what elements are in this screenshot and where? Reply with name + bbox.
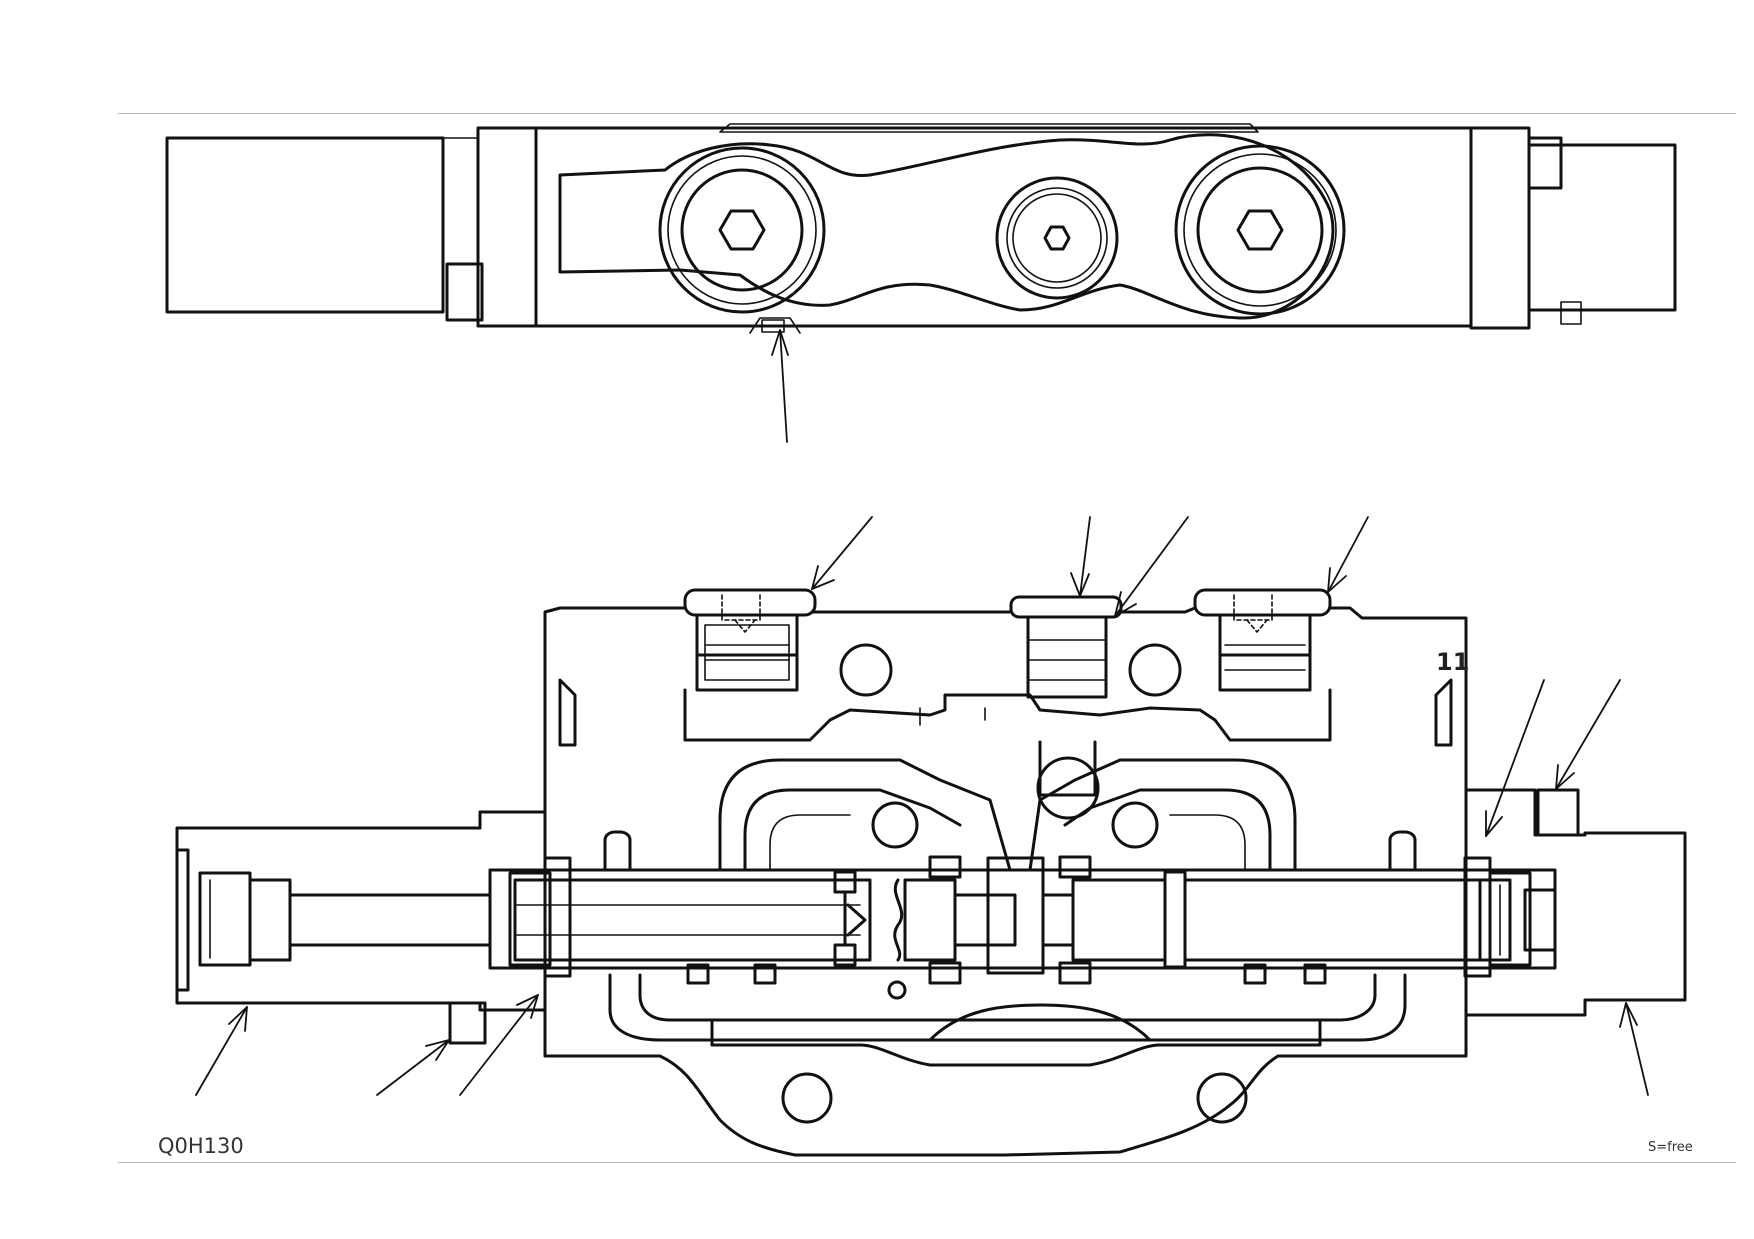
right-upper-port-boss: [1536, 788, 1580, 837]
plug-cap-left: [683, 588, 817, 692]
top-bolt-left: [658, 146, 826, 314]
scale-note-label: S=free: [1648, 1140, 1693, 1155]
top-main-body: [534, 126, 1473, 328]
spool-assembly: [488, 855, 1557, 985]
top-leader-notch: [771, 329, 789, 443]
upper-hole-left: [839, 643, 893, 697]
drawing-code-label: Q0H130: [158, 1134, 244, 1158]
top-left-port-boss: [445, 262, 484, 322]
top-link-plate: [558, 133, 1335, 320]
section-body-outline: [543, 606, 1468, 1157]
left-lower-port-boss: [448, 1001, 487, 1045]
top-border-rule: [118, 113, 1736, 114]
central-hole: [1036, 756, 1100, 820]
top-right-end-cap: [1527, 143, 1677, 312]
top-bolt-middle: [995, 176, 1119, 300]
plug-cap-middle: [1009, 595, 1123, 699]
bottom-border-rule: [118, 1162, 1736, 1163]
section-leaders: [195, 516, 1649, 1096]
top-left-end-cap: [165, 136, 445, 314]
lower-hole-right: [1196, 1072, 1248, 1124]
top-right-flange: [1469, 126, 1531, 330]
left-inlet-housing: [175, 810, 547, 1045]
lower-hole-left: [781, 1072, 833, 1124]
top-view: [165, 123, 1677, 443]
plug-cap-right: [1193, 588, 1332, 692]
upper-hole-right: [1128, 643, 1182, 697]
callout-number: 11: [1436, 648, 1470, 676]
top-bolt-right: [1174, 144, 1346, 316]
section-view: [175, 516, 1687, 1157]
top-left-flange: [476, 126, 538, 328]
right-outlet-housing: [1464, 788, 1687, 1017]
